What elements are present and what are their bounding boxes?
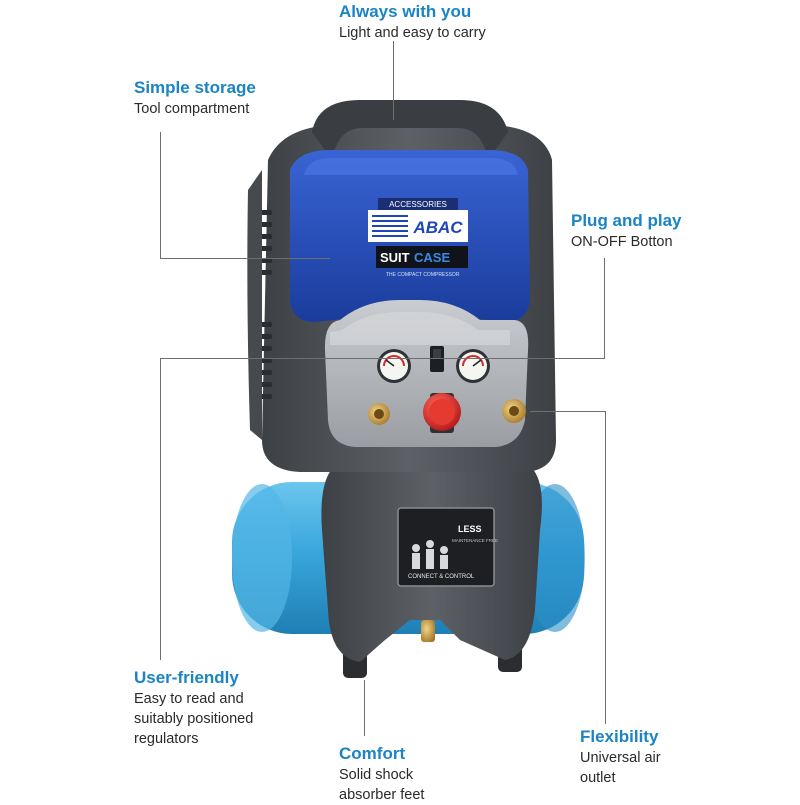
panel-brand-text: LESS [458, 524, 482, 534]
connector-line [530, 411, 606, 412]
pressure-regulator-knob[interactable] [423, 393, 461, 433]
callout-text: Light and easy to carry [339, 25, 486, 41]
pressure-gauge-right [456, 349, 490, 383]
info-panel: LESS MAINTENANCE FREE CONNECT & CONTROL [397, 507, 498, 587]
callout-title: Comfort [339, 744, 406, 763]
callout-text-line: Easy to read and [134, 691, 244, 707]
callout-title: User-friendly [134, 668, 239, 687]
connector-line [604, 258, 605, 358]
callout-title: Simple storage [134, 78, 256, 97]
connector-line [364, 680, 365, 736]
callout-text-line: suitably positioned [134, 711, 254, 727]
connector-line [160, 358, 355, 359]
connector-line [160, 258, 330, 259]
universal-air-outlet[interactable] [502, 399, 526, 423]
connector-line [393, 41, 394, 120]
callout-simple-storage: Simple storage Tool compartment [134, 78, 256, 119]
callout-text-line: outlet [580, 770, 616, 786]
callout-plug-and-play: Plug and play ON-OFF Botton [571, 211, 682, 252]
callout-text-line: regulators [134, 731, 199, 747]
callout-flexibility: Flexibility Universal air outlet [580, 727, 661, 788]
suitcase-logo: SUIT CASE THE COMPACT COMPRESSOR [376, 246, 468, 278]
callout-text: ON-OFF Botton [571, 234, 673, 250]
accessories-label: ACCESSORIES [389, 200, 447, 209]
callout-user-friendly: User-friendly Easy to read and suitably … [134, 668, 253, 749]
callout-text: Tool compartment [134, 101, 250, 117]
connector-line [160, 358, 161, 660]
suitcase-tagline: THE COMPACT COMPRESSOR [386, 272, 460, 278]
panel-sub-text: MAINTENANCE FREE [452, 538, 498, 543]
callout-text-line: Solid shock [339, 767, 414, 783]
panel-caption-text: CONNECT & CONTROL [408, 574, 475, 580]
callout-always-with-you: Always with you Light and easy to carry [339, 2, 486, 43]
suitcase-logo-text-b: CASE [414, 250, 450, 265]
carry-handle[interactable] [312, 100, 508, 160]
abac-logo: ABAC [368, 210, 468, 242]
connector-line [605, 411, 606, 724]
callout-title: Flexibility [580, 727, 659, 746]
quick-coupler-left[interactable] [368, 403, 390, 425]
callout-title: Always with you [339, 2, 472, 21]
abac-logo-text: ABAC [412, 218, 463, 237]
callout-text-line: Universal air [580, 750, 661, 766]
drain-valve [421, 620, 435, 642]
suitcase-logo-text-a: SUIT [380, 250, 410, 265]
connector-line [160, 132, 161, 258]
callout-comfort: Comfort Solid shock absorber feet [339, 744, 424, 805]
connector-line [355, 358, 605, 359]
pressure-gauge-left [377, 349, 411, 383]
callout-text-line: absorber feet [339, 787, 425, 803]
callout-title: Plug and play [571, 211, 682, 230]
